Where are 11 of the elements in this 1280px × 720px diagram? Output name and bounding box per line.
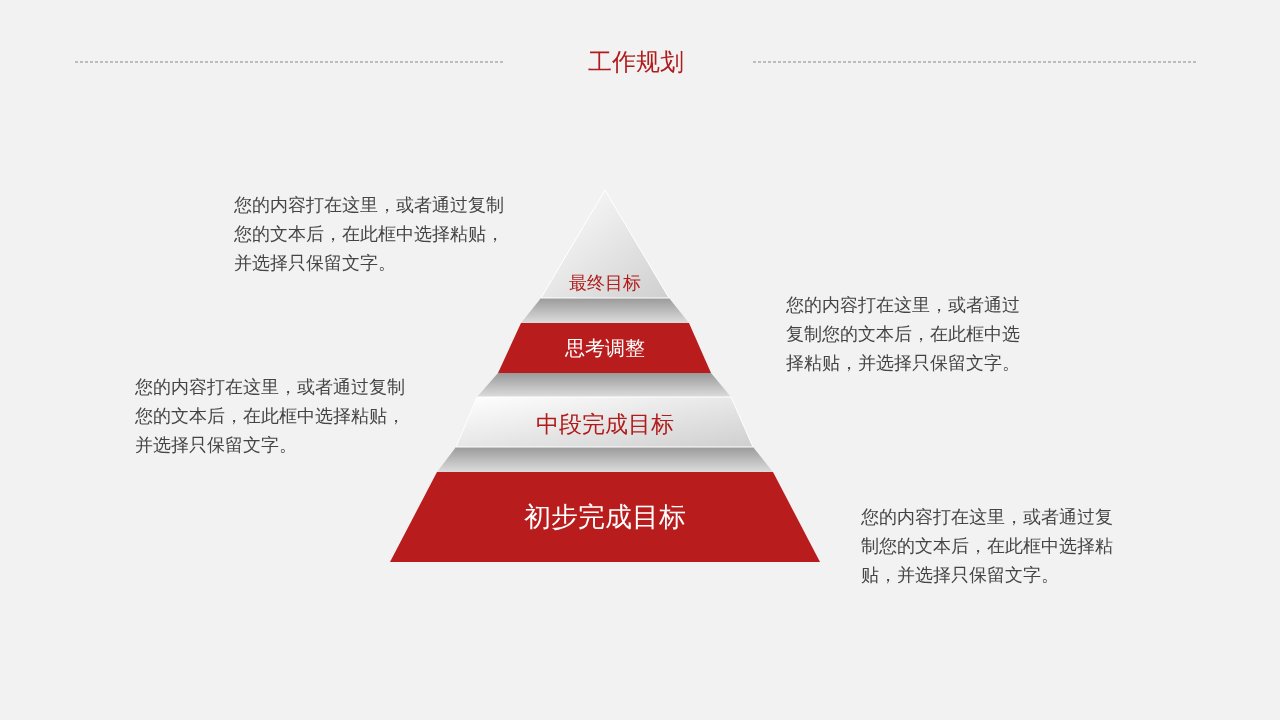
- text-paragraph: 您的内容打在这里，或者通过复制您的文本后，在此框中选择粘贴，并选择只保留文字。: [861, 505, 1114, 587]
- text-paragraph: 您的内容打在这里，或者通过复制您的文本后，在此框中选择粘贴，并选择只保留文字。: [135, 375, 406, 457]
- tier-label: 最终目标: [569, 271, 641, 295]
- tier-label: 思考调整: [565, 334, 645, 362]
- tier-label: 初步完成目标: [524, 500, 686, 534]
- pyramid-tier: [498, 323, 711, 373]
- pyramid-tier: [390, 472, 820, 562]
- tier-label: 中段完成目标: [536, 409, 674, 439]
- title: 工作规划: [587, 47, 685, 78]
- text-paragraph: 您的内容打在这里，或者通过复制您的文本后，在此框中选择粘贴，并选择只保留文字。: [234, 193, 505, 275]
- text-paragraph: 您的内容打在这里，或者通过复制您的文本后，在此框中选择粘贴，并选择只保留文字。: [786, 293, 1021, 375]
